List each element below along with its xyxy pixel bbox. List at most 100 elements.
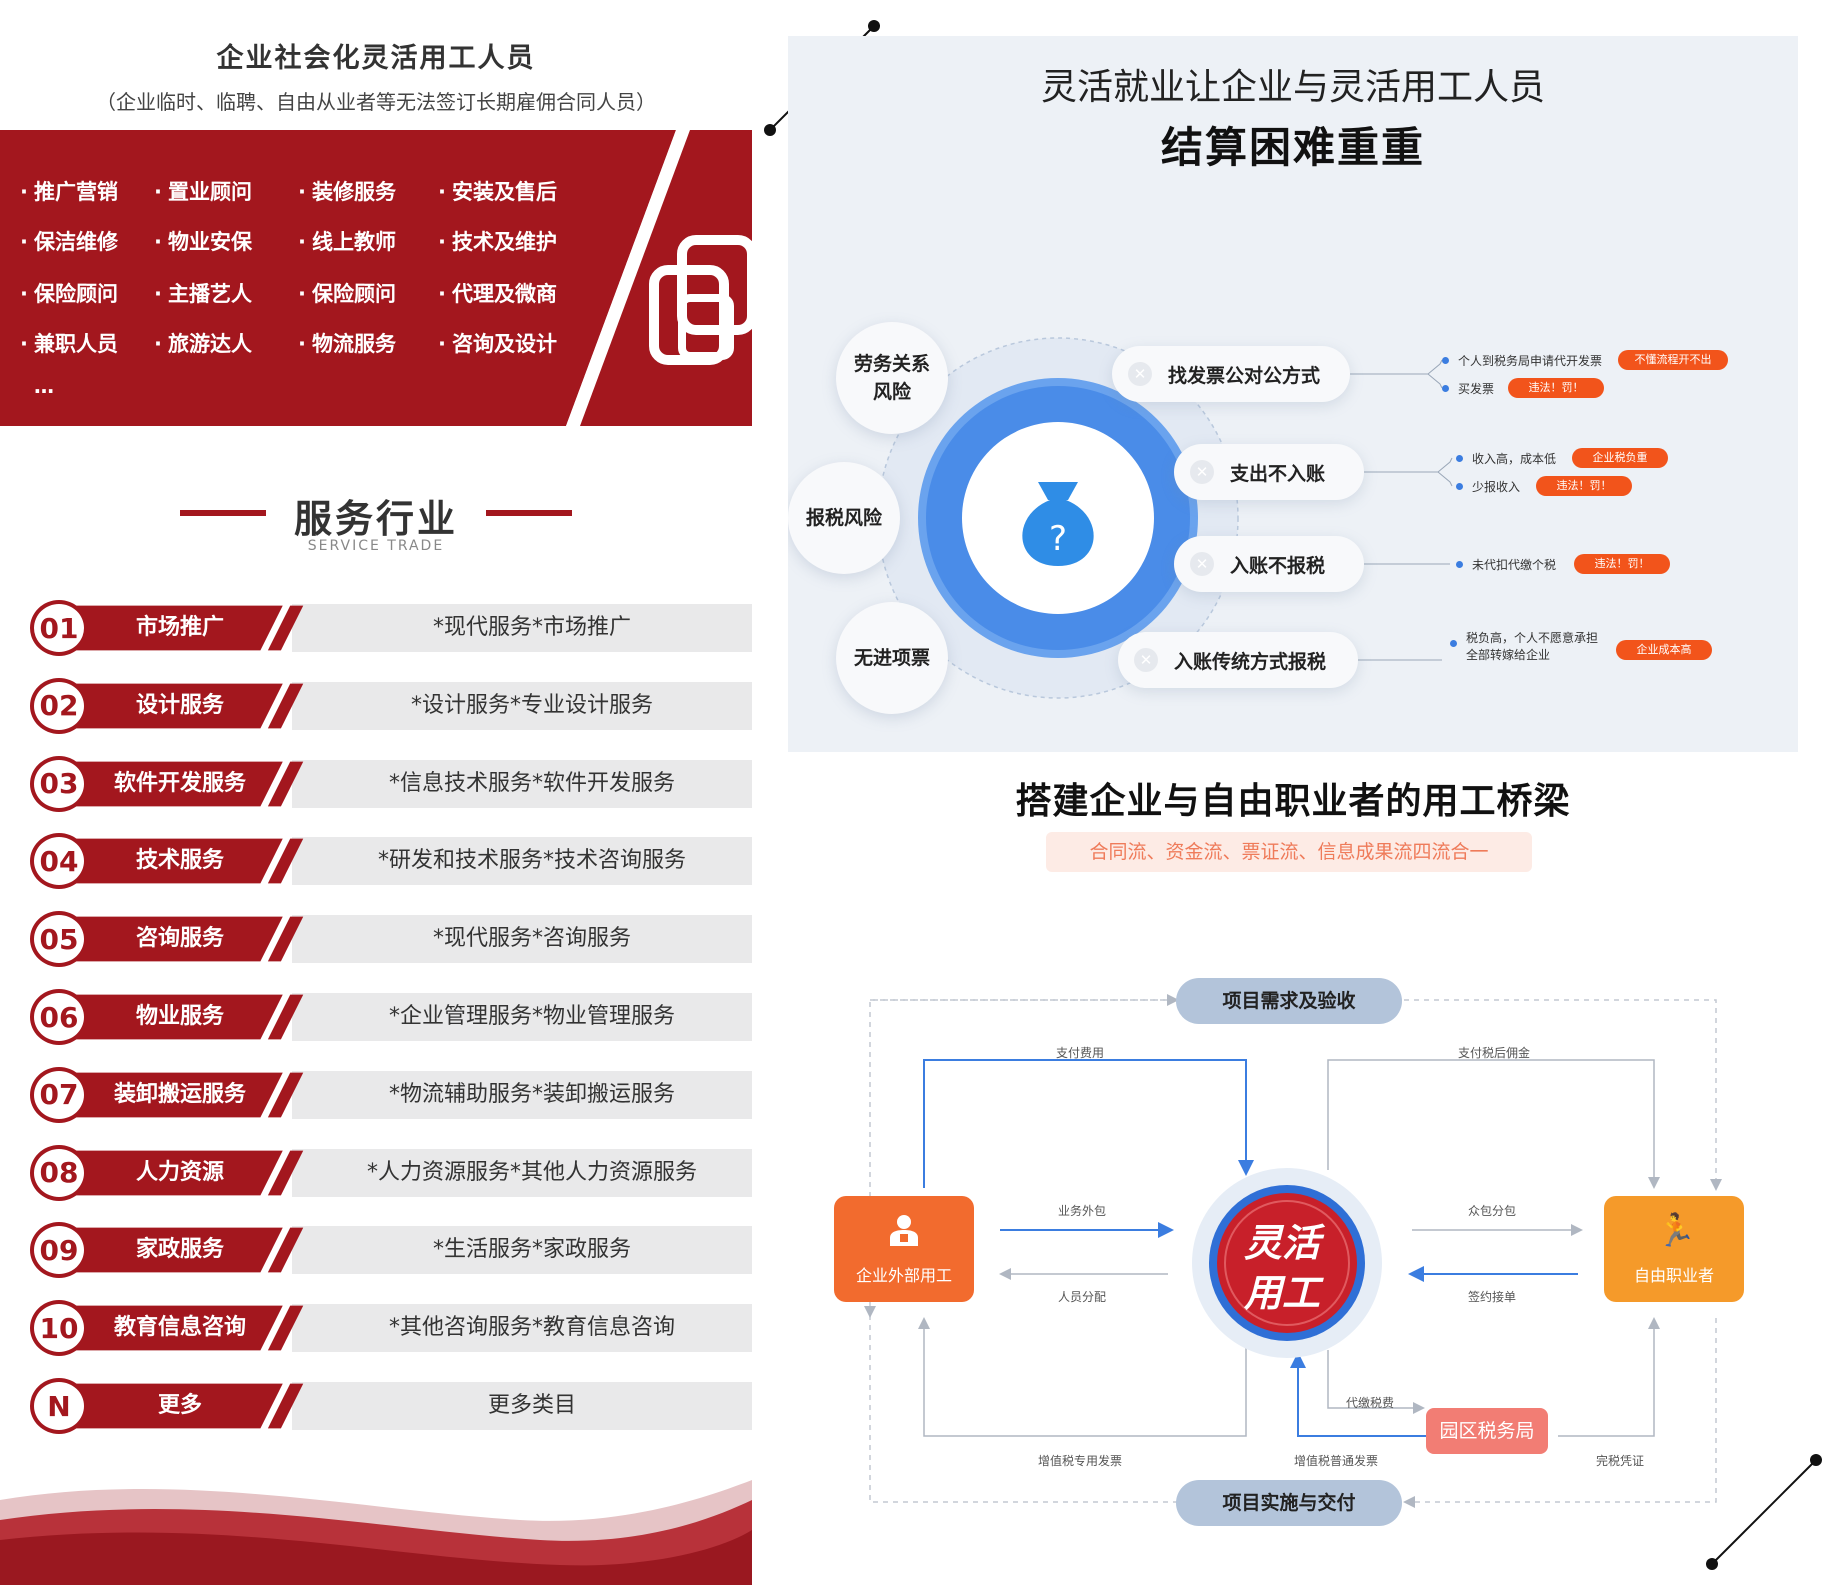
service-name-bg: [50, 1072, 304, 1118]
label-sign-order: 签约接单: [1468, 1290, 1517, 1304]
label-pay-fee: 支付费用: [1056, 1046, 1105, 1060]
label-tax-certificate: 完税凭证: [1596, 1454, 1645, 1468]
job-item: 技术及维护: [438, 226, 557, 256]
service-desc-bg: [292, 681, 752, 730]
service-number: 01: [30, 600, 88, 656]
label-vat-normal: 增值税普通发票: [1294, 1454, 1379, 1468]
risk-item-pill: ✕ 找发票公对公方式: [1112, 346, 1350, 402]
service-name: 软件开发服务: [113, 770, 246, 796]
enterprise-box: 企业外部用工: [834, 1196, 974, 1302]
service-desc-bg: [292, 837, 752, 886]
service-description: *现代服务*市场推广: [432, 615, 631, 640]
service-row: N 更多 更多类目: [30, 1378, 752, 1434]
risk-note: 税负高，个人不愿意承担 全部转嫁给企业: [1466, 631, 1599, 662]
risk-title-line1: 灵活就业让企业与灵活用工人员: [1040, 67, 1545, 108]
service-name-bg: [50, 1150, 304, 1195]
service-number: 03: [30, 755, 88, 812]
job-item: 推广营销: [20, 176, 118, 206]
jobs-more: …: [34, 374, 54, 398]
close-icon: ✕: [1190, 460, 1214, 484]
risk-bubble-labor: 劳务关系 风险: [836, 322, 948, 434]
service-desc-bg: [292, 604, 752, 652]
label-vat-special: 增值税专用发票: [1038, 1454, 1123, 1468]
jobs-band: 推广营销置业顾问装修服务安装及售后保洁维修物业安保线上教师技术及维护保险顾问主播…: [0, 130, 752, 426]
money-bag-question-icon: ?: [1022, 482, 1094, 566]
risk-note: 少报收入: [1472, 480, 1521, 494]
job-item: 代理及微商: [438, 278, 557, 308]
service-name: 教育信息咨询: [113, 1315, 246, 1341]
service-name-bg: [50, 1228, 304, 1273]
bridge-flow-lines: [864, 994, 1722, 1508]
job-item: 保洁维修: [20, 226, 118, 256]
label-outsourcing: 业务外包: [1058, 1204, 1107, 1218]
risk-tag: 企业成本高: [1616, 640, 1712, 660]
job-item: 线上教师: [298, 226, 396, 256]
job-item: 装修服务: [298, 176, 396, 206]
service-row: 10 教育信息咨询 *其他咨询服务*教育信息咨询: [30, 1300, 752, 1357]
service-name-bg: [50, 605, 304, 651]
service-name-bg: [50, 839, 304, 884]
enterprise-box-label: 企业外部用工: [855, 1266, 952, 1285]
risk-item-label: 支出不入账: [1230, 462, 1326, 485]
risk-item-label: 入账传统方式报税: [1174, 650, 1327, 673]
risk-item-label: 找发票公对公方式: [1168, 364, 1321, 387]
label-staffing: 人员分配: [1058, 1290, 1107, 1304]
job-item: 保险顾问: [298, 278, 396, 308]
label-withhold-tax: 代缴税费: [1346, 1396, 1395, 1410]
decorative-wave: [0, 1480, 752, 1585]
service-desc-bg: [292, 1070, 752, 1119]
section-subtitle: SERVICE TRADE: [307, 538, 445, 554]
note-dot: [1456, 561, 1463, 568]
service-name: 咨询服务: [135, 926, 224, 952]
service-description: 更多类目: [487, 1393, 576, 1418]
service-description: *其他咨询服务*教育信息咨询: [388, 1315, 675, 1341]
service-desc-bg: [292, 1304, 752, 1353]
service-number: 10: [30, 1300, 88, 1357]
seal-text-line1: 灵活: [1244, 1220, 1321, 1265]
job-item: 置业顾问: [154, 176, 252, 206]
service-name: 装卸搬运服务: [113, 1081, 246, 1107]
service-number: 02: [30, 677, 88, 734]
service-name: 更多: [157, 1393, 202, 1418]
service-name-bg: [50, 994, 304, 1040]
seal-background: [1192, 1168, 1382, 1358]
service-description: *人力资源服务*其他人力资源服务: [366, 1159, 697, 1185]
service-number: N: [30, 1378, 88, 1434]
service-name: 人力资源: [135, 1159, 224, 1185]
corner-line-bottom: [1706, 1454, 1822, 1570]
service-name-bg: [50, 1305, 304, 1351]
service-number: 07: [30, 1066, 88, 1123]
service-description: *现代服务*咨询服务: [432, 926, 631, 952]
service-desc-bg: [292, 993, 752, 1041]
job-item: 安装及售后: [438, 176, 557, 206]
service-desc-bg: [292, 1382, 752, 1430]
top-pill-demand-acceptance: 项目需求及验收: [1176, 978, 1402, 1024]
company-logo-icon: [649, 235, 752, 365]
close-icon: ✕: [1128, 362, 1152, 386]
left-subtitle: （企业临时、临聘、自由从业者等无法签订长期雇佣合同人员）: [96, 90, 656, 114]
job-item: 保险顾问: [20, 278, 118, 308]
service-description: *企业管理服务*物业管理服务: [388, 1004, 675, 1029]
note-dot: [1456, 455, 1463, 462]
service-name: 技术服务: [135, 848, 224, 874]
risk-panel: 灵活就业让企业与灵活用工人员 结算困难重重 ? 劳务关系 风险 报税风险 无进项…: [788, 36, 1798, 752]
bridge-subtitle: 合同流、资金流、票证流、信息成果流四流合一: [1046, 832, 1532, 872]
job-item: 咨询及设计: [438, 328, 557, 358]
service-name-bg: [50, 1383, 304, 1429]
service-name: 家政服务: [135, 1237, 224, 1263]
service-desc-bg: [292, 759, 752, 808]
service-description: *信息技术服务*软件开发服务: [388, 770, 675, 796]
risk-bubble-tax: 报税风险: [788, 462, 900, 574]
service-row: 03 软件开发服务 *信息技术服务*软件开发服务: [30, 755, 752, 812]
service-description: *物流辅助服务*装卸搬运服务: [388, 1081, 675, 1107]
bridge-title: 搭建企业与自由职业者的用工桥梁: [1015, 781, 1571, 822]
risk-item-pill: ✕ 支出不入账: [1174, 444, 1364, 500]
risk-diagram: ?: [877, 337, 1453, 699]
job-item: 物流服务: [298, 328, 396, 358]
job-item: 兼职人员: [20, 328, 118, 358]
